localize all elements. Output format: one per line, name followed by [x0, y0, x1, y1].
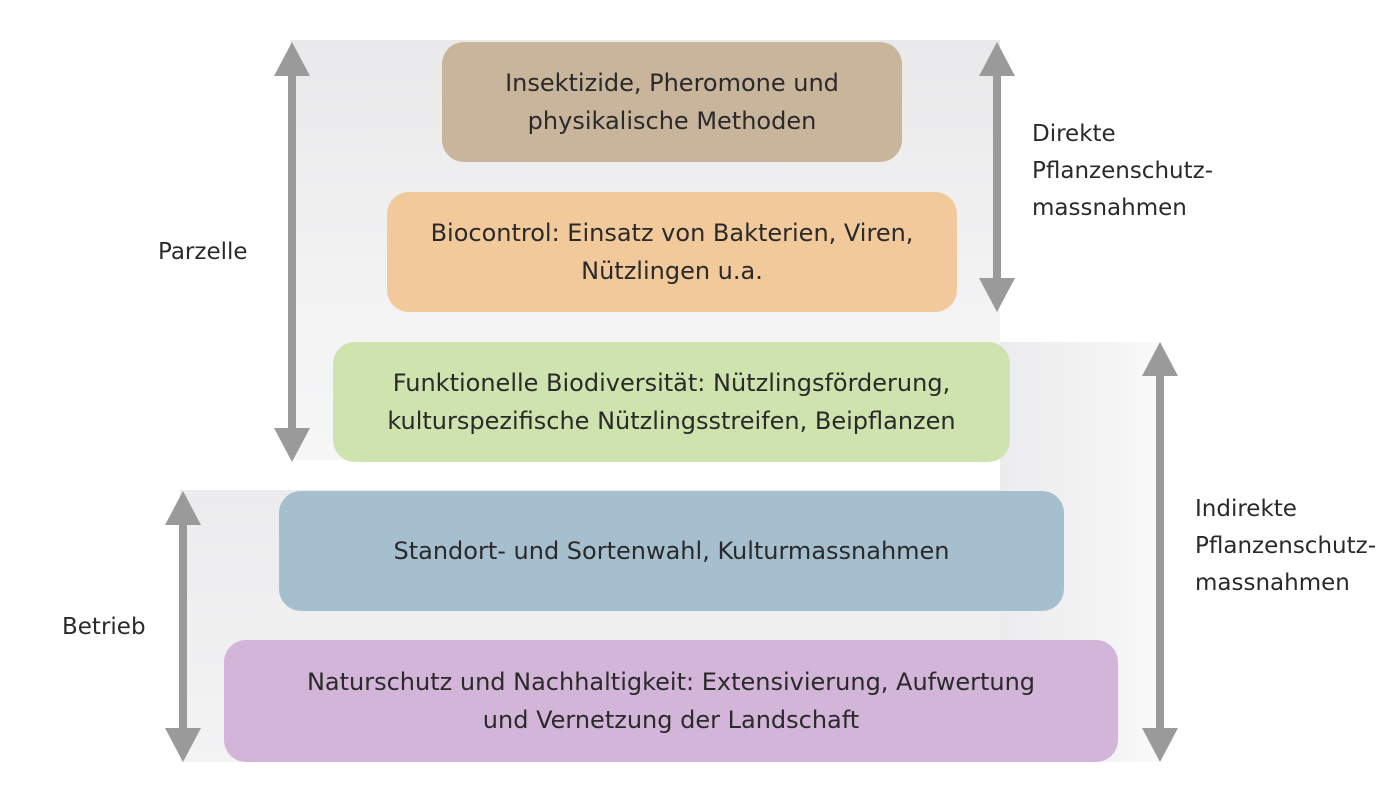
level-box-functional-biodiversity: Funktionelle Biodiversität: Nützlingsför… — [333, 342, 1010, 462]
parzelle-double-arrow-icon — [274, 42, 310, 462]
level-box-insecticides: Insektizide, Pheromone und physikalische… — [442, 42, 902, 162]
measure-label-direct: Direkte Pflanzenschutz- massnahmen — [1032, 121, 1214, 221]
level-box-site-variety: Standort- und Sortenwahl, Kulturmassnahm… — [279, 491, 1064, 611]
indirect-measures-double-arrow-icon — [1142, 342, 1178, 762]
measure-label-indirect: Indirekte Pflanzenschutz- massnahmen — [1195, 496, 1377, 596]
betrieb-double-arrow-icon — [165, 491, 201, 762]
level-box-nature-conservation: Naturschutz und Nachhaltigkeit: Extensiv… — [224, 640, 1118, 762]
scope-label-betrieb: Betrieb — [62, 614, 146, 640]
direct-measures-double-arrow-icon — [979, 42, 1015, 312]
scope-label-parzelle: Parzelle — [158, 239, 248, 265]
level-box-biocontrol: Biocontrol: Einsatz von Bakterien, Viren… — [387, 192, 957, 312]
